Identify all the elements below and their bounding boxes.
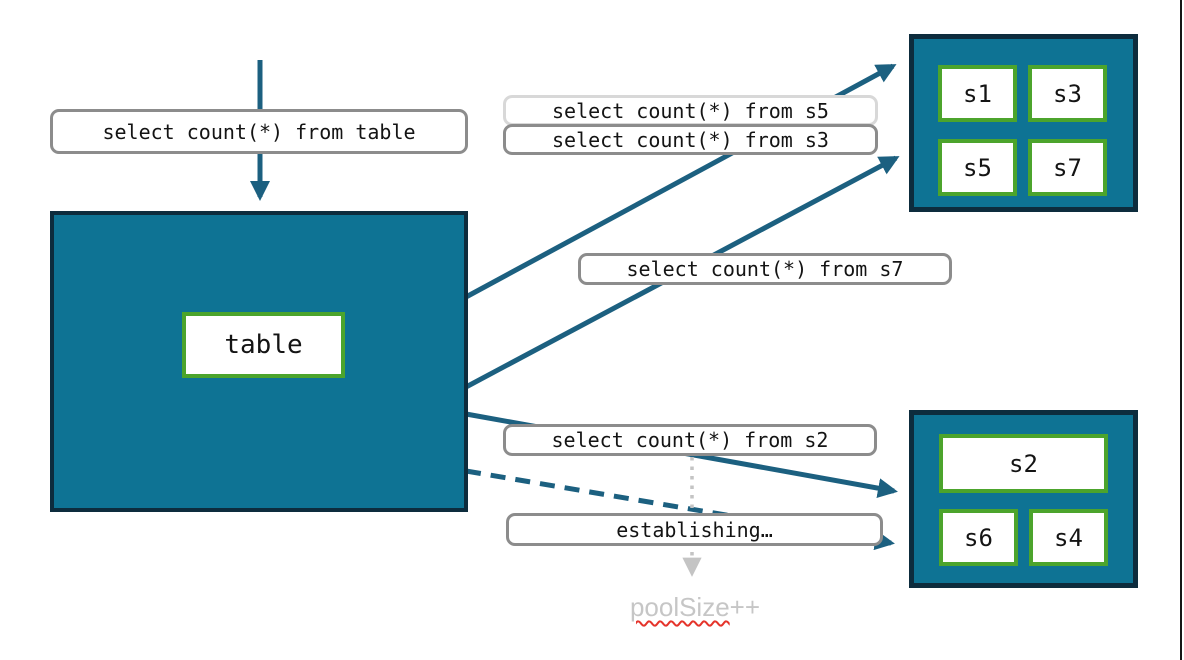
shard-s3-label: s3 xyxy=(1053,79,1082,108)
query-label-s7: select count(*) from s7 xyxy=(578,253,952,285)
shard-s7: s7 xyxy=(1028,139,1107,196)
query-label-s2: select count(*) from s2 xyxy=(503,424,877,456)
table-cell: table xyxy=(182,312,345,378)
shard-s5-label: s5 xyxy=(963,153,992,182)
shard-s2-label: s2 xyxy=(1009,449,1038,478)
establishing-label: establishing… xyxy=(506,513,883,546)
shard-s6-label: s6 xyxy=(964,523,993,552)
shard-s1-label: s1 xyxy=(963,79,992,108)
query-label-table-text: select count(*) from table xyxy=(102,119,416,144)
shard-s3: s3 xyxy=(1028,65,1107,122)
shard-s4: s4 xyxy=(1029,509,1108,566)
query-label-s5: select count(*) from s5 xyxy=(503,95,878,126)
shard-s6: s6 xyxy=(939,509,1018,566)
table-cell-label: table xyxy=(224,330,303,360)
query-label-table: select count(*) from table xyxy=(50,109,468,154)
query-label-s5-text: select count(*) from s5 xyxy=(552,98,829,123)
source-table-box: table xyxy=(50,211,468,512)
slide-right-edge-divider xyxy=(1180,0,1182,660)
query-label-s3-text: select count(*) from s3 xyxy=(552,127,829,152)
shard-s1: s1 xyxy=(938,65,1017,122)
pool-size-word: poolSize xyxy=(629,592,730,622)
shard-pool-bottom: s2 s6 s4 xyxy=(909,410,1138,588)
pool-size-annotation: poolSize++ xyxy=(560,592,830,623)
query-label-s2-text: select count(*) from s2 xyxy=(551,428,829,452)
pool-size-suffix: ++ xyxy=(729,592,761,622)
establishing-label-text: establishing… xyxy=(616,517,773,542)
shard-pool-top: s1 s3 s5 s7 xyxy=(909,34,1138,212)
shard-s7-label: s7 xyxy=(1053,153,1082,182)
shard-s4-label: s4 xyxy=(1054,523,1083,552)
query-label-s7-text: select count(*) from s7 xyxy=(626,257,904,281)
query-label-s3: select count(*) from s3 xyxy=(503,124,878,155)
shard-s2: s2 xyxy=(939,434,1108,493)
shard-s5: s5 xyxy=(938,139,1017,196)
